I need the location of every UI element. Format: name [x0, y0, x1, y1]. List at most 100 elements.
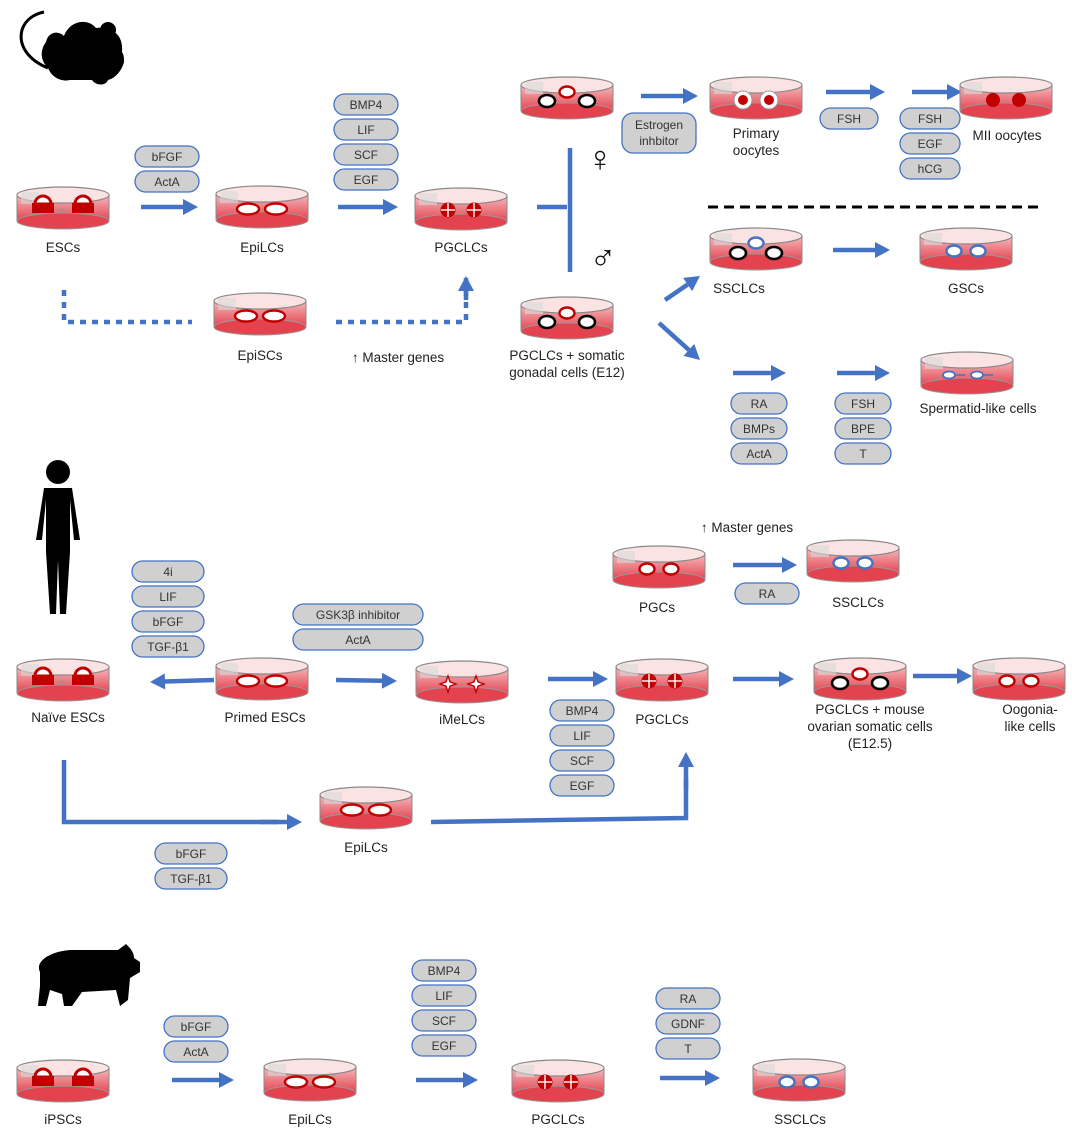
cell-colony-dome: [33, 194, 53, 206]
arrow-mouse-episc-pgc: [458, 276, 474, 300]
dish-glare: [714, 82, 732, 94]
dish-human-imelcs: [415, 660, 509, 704]
label-human-pgclcs: PGCLCs: [635, 712, 689, 727]
arrow-head: [957, 668, 972, 684]
human-factor-epi-pill: bFGF: [154, 842, 228, 865]
label-pig-pgclcs: PGCLCs: [531, 1112, 585, 1127]
mouse-factor-oocyte2-pill: EGF: [899, 132, 961, 155]
cell-colony: [72, 1076, 94, 1086]
human-factor-epi-pill: TGF-β1: [154, 867, 228, 890]
dish-mouse-ovary-aggregate: [520, 76, 614, 120]
dish-bottom: [612, 571, 706, 589]
mouse-estrogen-inhibitor-pill-line-2: inhbitor: [639, 134, 678, 148]
male-symbol: ♂: [590, 237, 617, 278]
arrow-head: [683, 88, 698, 104]
dish-rim: [319, 786, 413, 804]
arrow-head: [287, 814, 302, 830]
cell-colony-dome: [33, 666, 53, 678]
mouse-tail: [19, 10, 49, 70]
dish-human-pgclcs: [615, 658, 709, 702]
pig-factor-3-pill: T: [655, 1037, 721, 1060]
pill-shape: [734, 582, 800, 605]
label-oogonia-line-1: Oogonia-: [1002, 702, 1058, 717]
cell-sperm-head: [942, 370, 956, 380]
pig-factor-2-label: BMP4: [428, 964, 461, 978]
label-human-pgclc-mouse-line-2: ovarian somatic cells: [807, 719, 933, 734]
label-ssclcs: SSCLCs: [713, 281, 765, 296]
human-factor-pgclc-pill: LIF: [549, 724, 615, 747]
pill-shape: [411, 1009, 477, 1032]
pill-shape: [655, 987, 721, 1010]
arrow-head: [381, 672, 397, 689]
arrow-human-to-epilc: [260, 814, 302, 830]
dish-human-epilcs: [319, 786, 413, 830]
dish-rim: [215, 185, 309, 203]
arrow-head: [771, 365, 786, 381]
human-factor-naive-pill: 4i: [131, 560, 205, 583]
arrow-human-epi-pgc-head: [678, 752, 694, 790]
arrow-head: [683, 344, 700, 360]
dish-rim: [919, 227, 1013, 245]
dish-rim: [213, 292, 307, 310]
mouse-factor-oocyte1-label: FSH: [837, 112, 861, 126]
label-escs: ESCs: [46, 240, 81, 255]
human-factor-naive-pill: bFGF: [131, 610, 205, 633]
mouse-factor-epi-pgc-pill: EGF: [333, 168, 399, 191]
cell-sperm-head: [970, 370, 984, 380]
dish-rim: [959, 76, 1053, 94]
arrow-head: [593, 671, 608, 687]
mouse-factor-esc-epi-pill: ActA: [134, 170, 200, 193]
pill-shape: [819, 107, 879, 130]
arrow-human-pgc-aggregate: [733, 671, 794, 687]
mouse-factor-sperm2-pill: T: [834, 442, 892, 465]
mouse-ear: [100, 22, 116, 38]
label-pig-epilcs: EpiLCs: [288, 1112, 332, 1127]
dish-glare: [220, 191, 238, 203]
label-naive: Naïve ESCs: [31, 710, 105, 725]
dish-mouse-escs: [16, 186, 110, 230]
dish-glare: [516, 1065, 534, 1077]
pill-shape: [899, 132, 961, 155]
cell-colony-dome: [33, 1067, 53, 1079]
arrow-human-to-oogonia: [913, 668, 972, 684]
pill-shape: [730, 392, 788, 415]
arrow-head: [463, 1072, 478, 1088]
label-imelcs: iMeLCs: [439, 712, 485, 727]
dish-glare: [977, 663, 995, 675]
cell-blue: [802, 1075, 820, 1089]
human-factor-naive-pill: TGF-β1: [131, 635, 205, 658]
dish-mouse-primary-oocytes: [709, 76, 803, 120]
dish-bottom: [806, 565, 900, 583]
cell-red-ring: [662, 562, 680, 576]
dish-glare: [964, 82, 982, 94]
cell-black-ring: [764, 245, 784, 261]
cell-oval: [283, 1075, 309, 1089]
human-head: [46, 460, 70, 484]
mouse-factor-oocyte2-label: EGF: [918, 137, 943, 151]
human-factor-ra-label: RA: [759, 587, 776, 601]
label-epilcs: EpiLCs: [240, 240, 284, 255]
pig-factor-2-pill: LIF: [411, 984, 477, 1007]
arrow-shaft: [335, 677, 383, 684]
label-gscs: GSCs: [948, 281, 984, 296]
arrow-shaft: [657, 321, 691, 352]
dish-pig-pgclcs: [511, 1059, 605, 1103]
dish-rim: [920, 351, 1014, 369]
cell-colony: [32, 1076, 54, 1086]
pill-shape: [730, 442, 788, 465]
dish-mouse-episcs: [213, 292, 307, 336]
cell-oval: [367, 803, 393, 817]
cell-blue: [969, 244, 987, 258]
human-factor-ra-pill: RA: [734, 582, 800, 605]
mouse-factor-sperm1-label: RA: [751, 397, 768, 411]
arrow-human-pgc-ssc: [733, 557, 797, 573]
dish-glare: [525, 302, 543, 314]
cell-star: [437, 673, 459, 695]
label-episcs: EpiSCs: [237, 348, 282, 363]
dish-bottom: [972, 683, 1066, 701]
dish-glare: [925, 357, 943, 369]
label-human-ssclcs: SSCLCs: [832, 595, 884, 610]
human-factor-naive-label: TGF-β1: [147, 640, 189, 654]
mouse-factor-oocyte2-label: hCG: [918, 162, 943, 176]
